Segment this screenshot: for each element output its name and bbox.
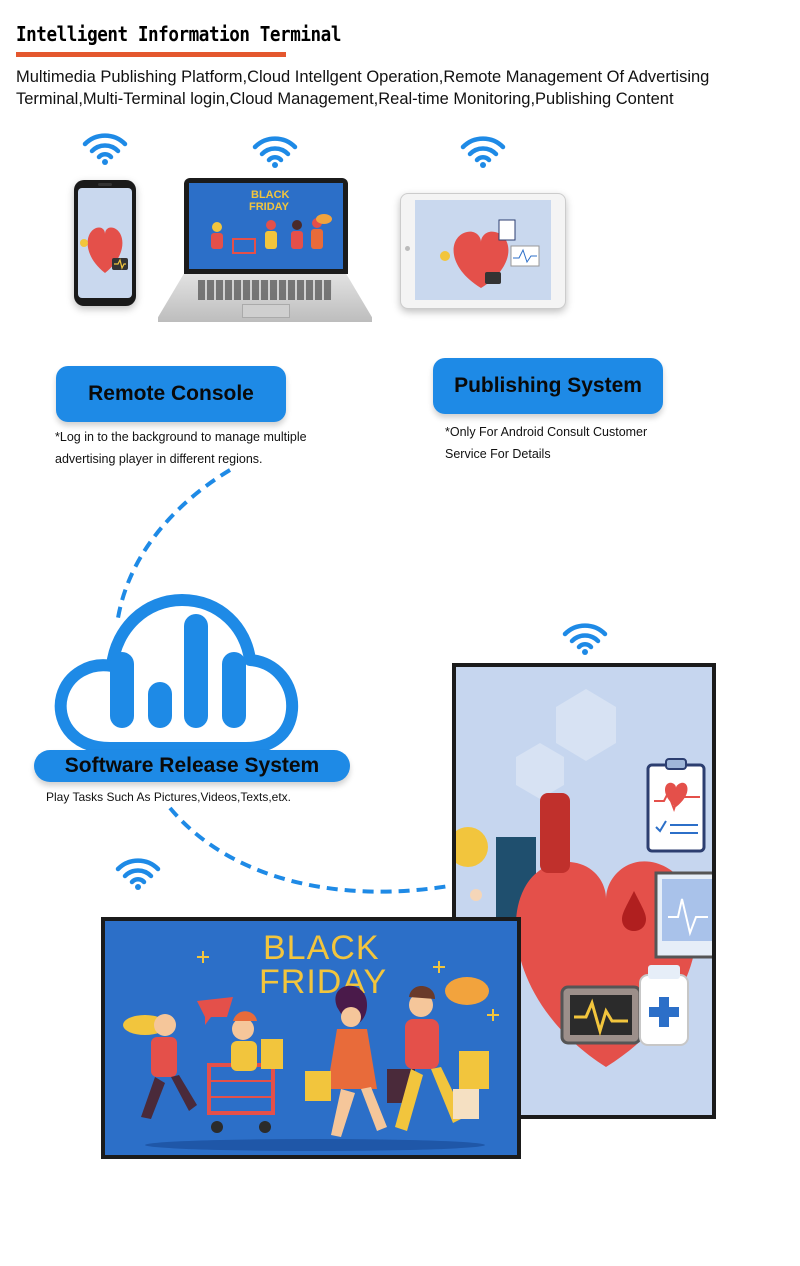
laptop-screen: BLACK FRIDAY — [189, 183, 343, 269]
page-subtitle: Multimedia Publishing Platform,Cloud Int… — [16, 68, 710, 108]
wifi-icon — [460, 136, 506, 168]
software-release-system-label: Software Release System — [64, 754, 320, 777]
tablet-device — [400, 193, 566, 309]
software-release-note: Play Tasks Such As Pictures,Videos,Texts… — [46, 790, 292, 804]
remote-console-note: *Log in to the background to manage mult… — [55, 430, 307, 466]
laptop-poster-line1: BLACK — [251, 189, 290, 201]
phone-screen — [78, 188, 132, 298]
shoppers-illustration — [211, 214, 332, 254]
poster-title-line2: FRIDAY — [259, 963, 388, 1001]
wifi-icon — [115, 858, 161, 890]
software-release-system-button[interactable]: Software Release System — [34, 750, 350, 782]
publishing-system-button[interactable]: Publishing System — [433, 358, 663, 414]
wifi-icon — [252, 136, 298, 168]
laptop-device: BLACK FRIDAY — [158, 178, 372, 324]
laptop-poster-line2: FRIDAY — [249, 201, 289, 213]
heart-icon — [440, 219, 540, 288]
poster-title-line1: BLACK — [263, 929, 380, 967]
page-title: Intelligent Information Terminal — [16, 22, 341, 46]
title-underline — [16, 52, 286, 57]
remote-console-label: Remote Console — [88, 382, 254, 405]
publishing-system-note: *Only For Android Consult Customer Servi… — [445, 425, 648, 461]
phone-device — [74, 180, 136, 306]
heart-icon — [80, 227, 128, 273]
horizontal-display-screen: BLACK FRIDAY — [105, 921, 517, 1155]
wifi-icon — [82, 133, 128, 165]
shoppers-illustration — [123, 951, 499, 1151]
laptop-base — [158, 274, 372, 322]
publishing-system-label: Publishing System — [454, 374, 642, 397]
remote-console-button[interactable]: Remote Console — [56, 366, 286, 422]
cloud-chart-icon — [54, 594, 299, 754]
laptop-lid: BLACK FRIDAY — [184, 178, 348, 274]
wifi-icon — [562, 623, 608, 655]
horizontal-display: BLACK FRIDAY — [101, 917, 521, 1159]
tablet-screen — [415, 200, 551, 300]
